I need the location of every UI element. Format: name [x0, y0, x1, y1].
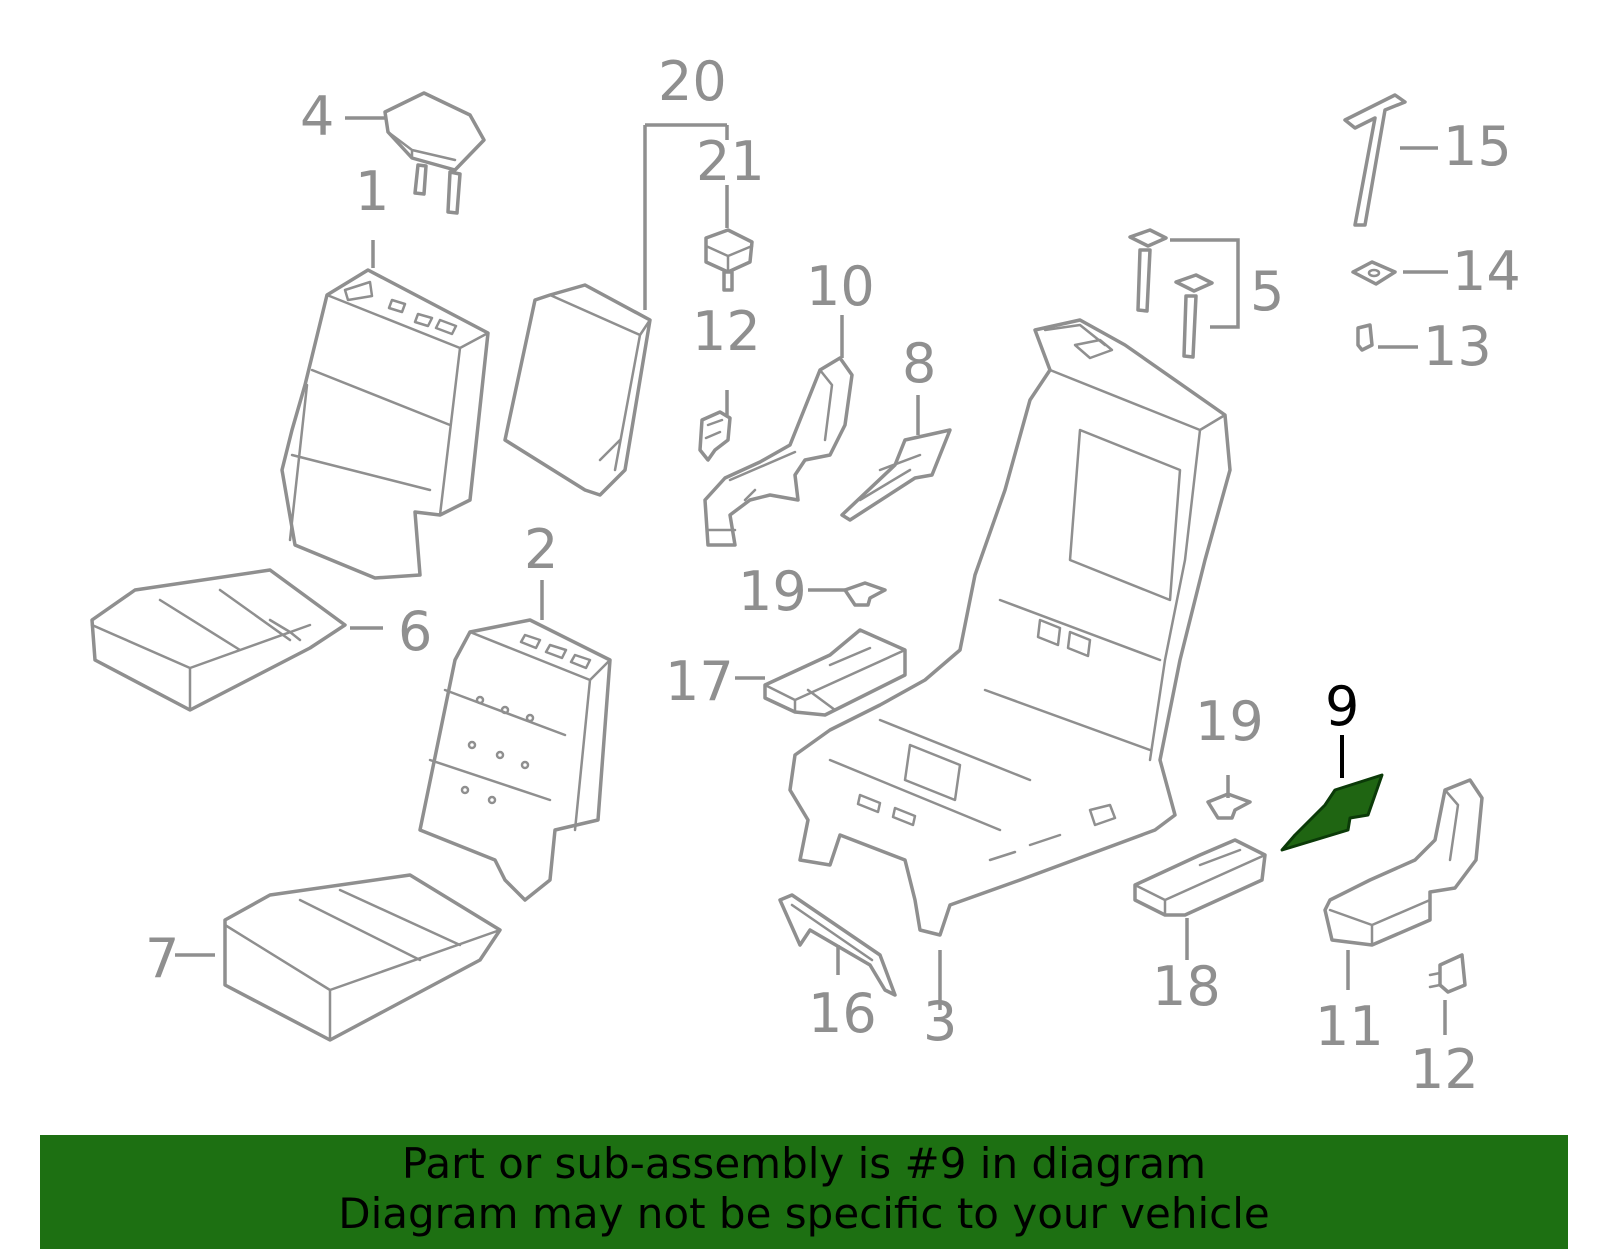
callout-4: 4: [300, 85, 334, 148]
part-15-rod: [1343, 93, 1407, 227]
callout-14: 14: [1452, 240, 1521, 303]
part-5-guide-sleeves: [1128, 228, 1214, 359]
part-19-clip-upper: [843, 581, 887, 607]
part-21-clip: [704, 228, 754, 292]
part-4-headrest: [383, 91, 486, 215]
callout-18: 18: [1152, 955, 1221, 1018]
callout-3: 3: [923, 990, 957, 1053]
part-3-main-frame: [788, 318, 1232, 937]
info-banner: Part or sub-assembly is #9 in diagram Di…: [40, 1135, 1568, 1249]
callout-11: 11: [1315, 995, 1384, 1058]
part-20-back-panel: [503, 283, 652, 497]
part-13-clip: [1356, 323, 1374, 352]
callout-20: 20: [658, 50, 727, 113]
callout-12-upper: 12: [692, 300, 761, 363]
callout-7: 7: [145, 927, 179, 990]
callout-8: 8: [902, 332, 936, 395]
part-10-hinge-bracket: [703, 356, 854, 547]
part-8-side-trim: [840, 428, 952, 522]
part-7-cushion-frame: [223, 873, 502, 1042]
callout-21: 21: [696, 130, 765, 193]
part-12-bracket-upper: [698, 410, 732, 462]
part-2-seat-back-frame: [418, 618, 612, 902]
callout-9: 9: [1325, 675, 1359, 738]
callout-10: 10: [806, 255, 875, 318]
banner-line-2: Diagram may not be specific to your vehi…: [338, 1189, 1270, 1238]
callout-15: 15: [1443, 115, 1512, 178]
callout-6: 6: [398, 600, 432, 663]
part-14-washer: [1351, 260, 1397, 286]
part-6-seat-cushion: [90, 568, 347, 712]
part-18-slide-cover: [1133, 838, 1267, 917]
callout-17: 17: [665, 650, 734, 713]
callout-2: 2: [524, 518, 558, 581]
callout-1: 1: [355, 160, 389, 223]
part-9-highlighted: [1280, 773, 1384, 852]
part-11-hinge-bracket: [1323, 778, 1484, 947]
callout-12-lower: 12: [1410, 1038, 1479, 1101]
callout-16: 16: [808, 982, 877, 1045]
callout-19-upper: 19: [738, 560, 807, 623]
leader-lines: [175, 116, 1448, 1035]
part-17-slide-cover: [763, 628, 907, 717]
part-1-seat-back: [280, 268, 490, 580]
callout-5: 5: [1250, 260, 1284, 323]
part-12-bracket-lower: [1428, 953, 1467, 994]
banner-line-1: Part or sub-assembly is #9 in diagram: [401, 1139, 1207, 1188]
callout-19-lower: 19: [1195, 690, 1264, 753]
callout-13: 13: [1423, 315, 1492, 378]
